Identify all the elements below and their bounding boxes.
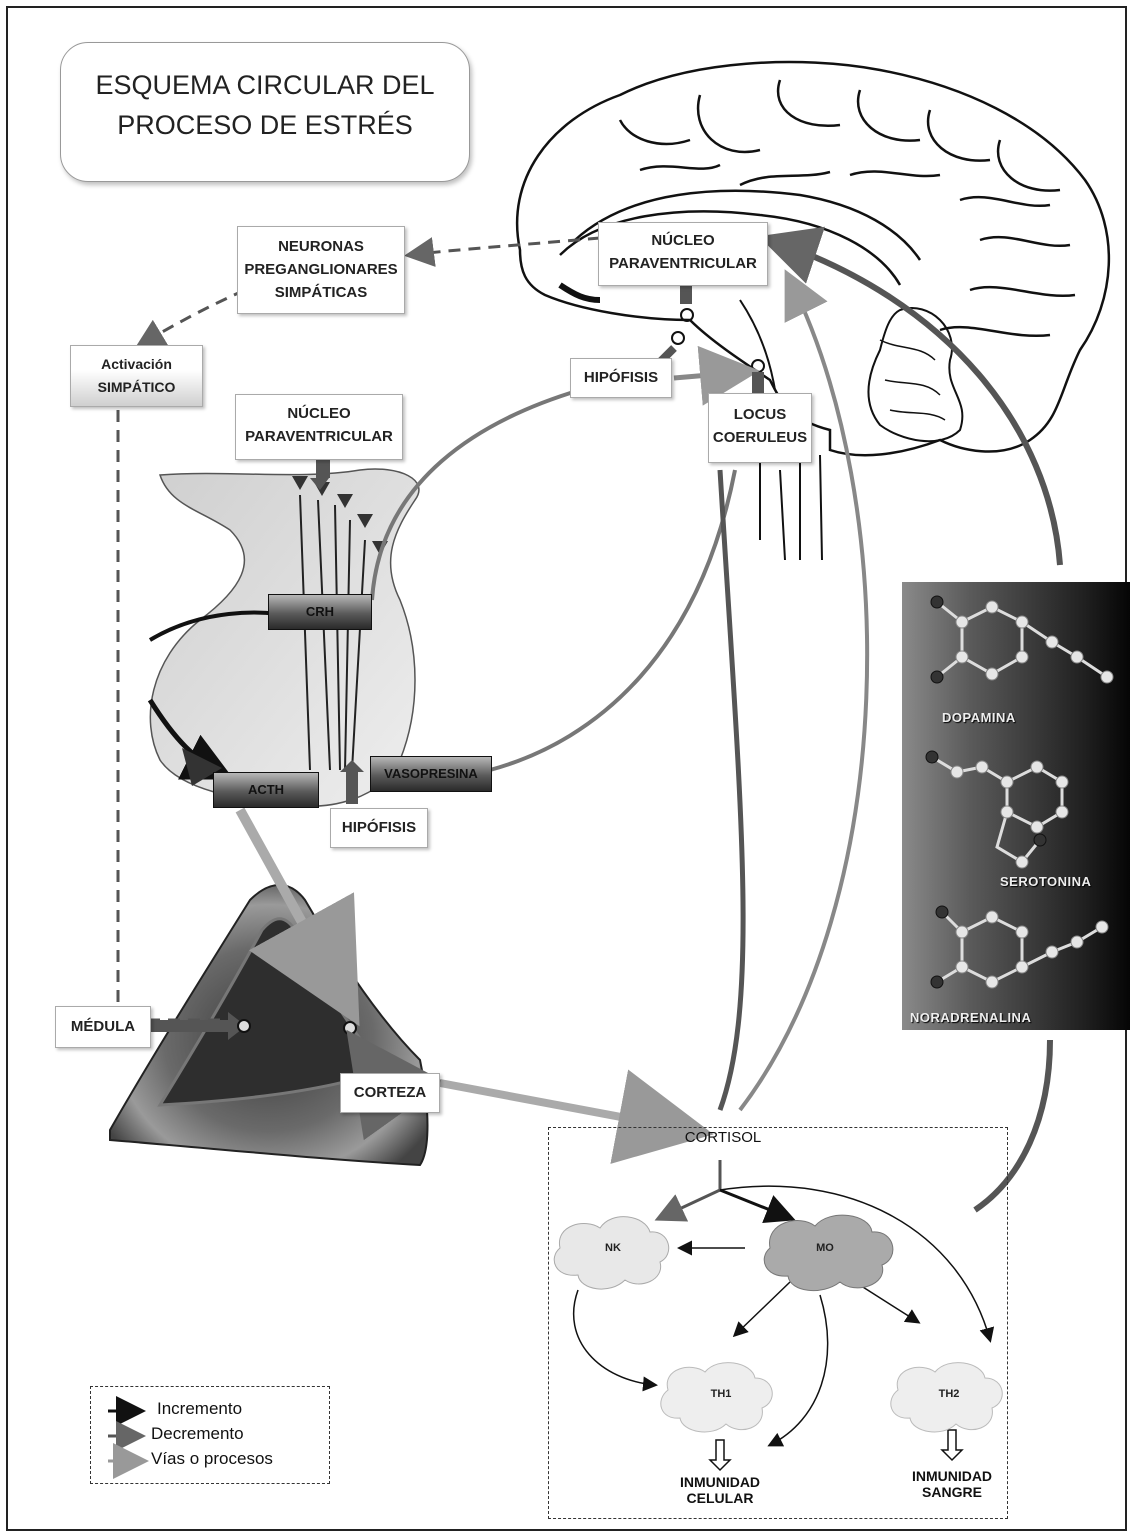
pituitary-lower-box: HIPÓFISIS	[330, 808, 428, 848]
paraventricular-nucleus-hypothalamus-box: NÚCLEO PARAVENTRICULAR	[235, 394, 403, 460]
blood-immunity-label: INMUNIDAD SANGRE	[892, 1468, 1012, 1500]
sangre-line-2: SANGRE	[892, 1484, 1012, 1500]
locus-line-1: LOCUS	[709, 403, 811, 426]
hipofisis-brain-label: HIPÓFISIS	[571, 366, 671, 389]
hipofisis-low-label: HIPÓFISIS	[331, 816, 427, 839]
celular-line-2: CELULAR	[660, 1490, 780, 1506]
legend-decrement: Decremento	[151, 1424, 244, 1444]
molecule-structures	[902, 582, 1130, 1030]
sangre-line-1: INMUNIDAD	[892, 1468, 1012, 1484]
brain-illustration	[517, 62, 1109, 560]
nucleo-brain-line-1: NÚCLEO	[599, 229, 767, 252]
legend-pathways: Vías o procesos	[151, 1449, 273, 1469]
vasopresina-bar: VASOPRESINA	[370, 756, 492, 792]
celular-line-1: INMUNIDAD	[660, 1474, 780, 1490]
neurotransmitter-molecules-panel: DOPAMINA SEROTONINA NORADRENALINA	[902, 582, 1130, 1030]
title-line-1: ESQUEMA CIRCULAR DEL	[61, 65, 469, 105]
immune-response-panel	[548, 1127, 1008, 1519]
activacion-line-1: Activación	[71, 353, 202, 376]
neuronas-line-2: PREGANGLIONARES	[238, 258, 404, 281]
cellular-immunity-label: INMUNIDAD CELULAR	[660, 1474, 780, 1506]
diagram-title: ESQUEMA CIRCULAR DEL PROCESO DE ESTRÉS	[60, 42, 470, 182]
title-line-2: PROCESO DE ESTRÉS	[61, 105, 469, 145]
nucleo-hypo-line-2: PARAVENTRICULAR	[236, 425, 402, 448]
preganglionic-neurons-box: NEURONAS PREGANGLIONARES SIMPÁTICAS	[237, 226, 405, 314]
crh-bar: CRH	[268, 594, 372, 630]
mo-cell-label: MO	[800, 1242, 850, 1254]
locus-coeruleus-box: LOCUS COERULEUS	[708, 393, 812, 463]
neuronas-line-1: NEURONAS	[238, 235, 404, 258]
paraventricular-nucleus-brain-box: NÚCLEO PARAVENTRICULAR	[598, 222, 768, 286]
medula-label: MÉDULA	[56, 1015, 150, 1038]
cortisol-label: CORTISOL	[678, 1130, 768, 1146]
cortex-box: CORTEZA	[340, 1073, 440, 1113]
locus-line-2: COERULEUS	[709, 426, 811, 449]
legend-increment: Incremento	[157, 1399, 242, 1419]
nk-cell-label: NK	[588, 1242, 638, 1254]
th2-cell-label: TH2	[924, 1388, 974, 1400]
neuronas-line-3: SIMPÁTICAS	[238, 281, 404, 304]
medulla-box: MÉDULA	[55, 1006, 151, 1048]
th1-cell-label: TH1	[696, 1388, 746, 1400]
noradrenaline-label: NORADRENALINA	[910, 1010, 1031, 1025]
corteza-label: CORTEZA	[341, 1081, 439, 1104]
sympathetic-activation-box: Activación SIMPÁTICO	[70, 345, 203, 407]
legend-box: Incremento Decremento Vías o procesos	[90, 1386, 330, 1484]
pituitary-brain-box: HIPÓFISIS	[570, 358, 672, 398]
serotonin-label: SEROTONINA	[1000, 874, 1091, 889]
activacion-line-2: SIMPÁTICO	[71, 376, 202, 399]
dopamine-label: DOPAMINA	[942, 710, 1016, 725]
nucleo-hypo-line-1: NÚCLEO	[236, 402, 402, 425]
acth-bar: ACTH	[213, 772, 319, 808]
nucleo-brain-line-2: PARAVENTRICULAR	[599, 252, 767, 275]
